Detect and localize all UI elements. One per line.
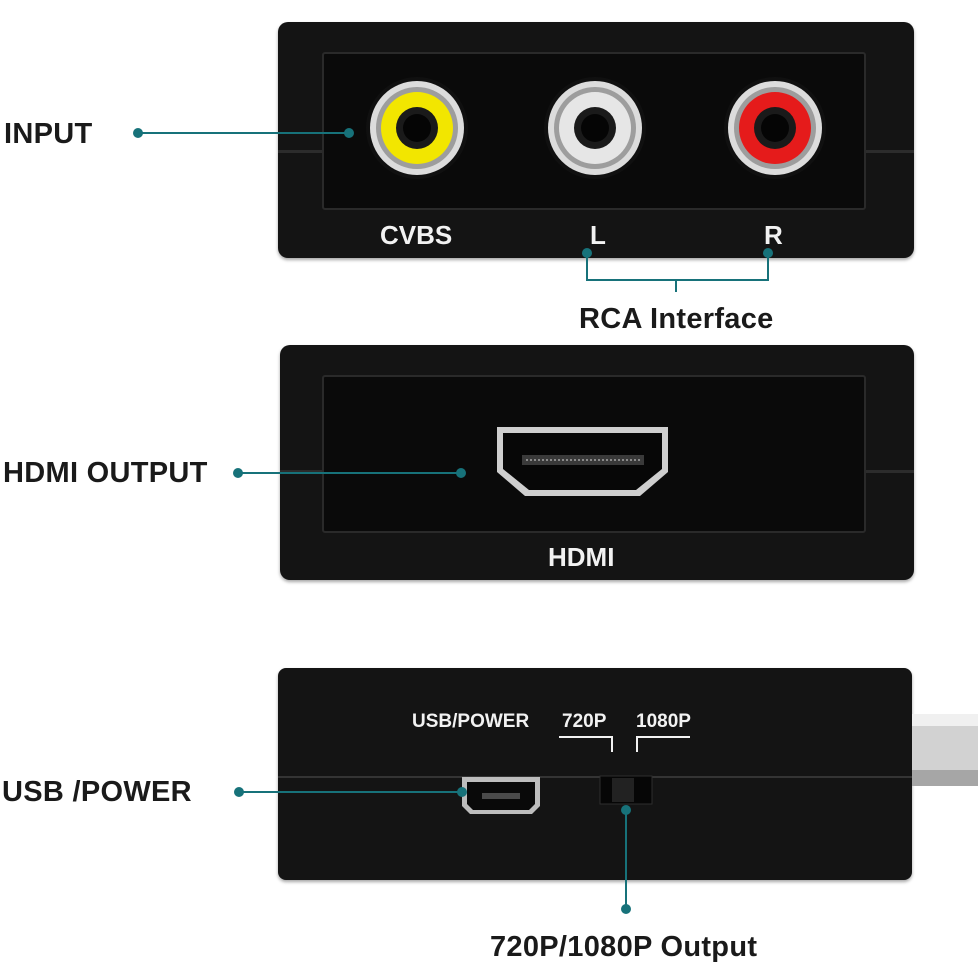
usb-power-device-label: USB/POWER [412,711,530,732]
left-channel-label: L [590,220,606,250]
usb-power-callout: USB /POWER [2,776,192,808]
res-1080-label: 1080P [636,711,691,732]
rca-plug-side-view [912,714,978,786]
hdmi-label: HDMI [548,542,615,572]
hdmi-ledge-right [866,470,914,473]
rca-interface-callout: RCA Interface [579,303,774,335]
input-callout: INPUT [4,118,93,150]
usb-panel-ledge [278,776,912,778]
panel-ledge-right [866,150,914,153]
panel-ledge-left [278,150,322,153]
hdmi-inner-face [322,375,866,533]
usb-power-side-panel [278,668,912,880]
resolution-output-callout: 720P/1080P Output [490,931,758,963]
right-channel-label: R [764,220,783,250]
hdmi-output-callout: HDMI OUTPUT [3,457,208,489]
cvbs-label: CVBS [380,220,453,250]
res-720-label: 720P [562,711,607,732]
hdmi-ledge-left [280,470,322,473]
rca-inner-face [322,52,866,210]
